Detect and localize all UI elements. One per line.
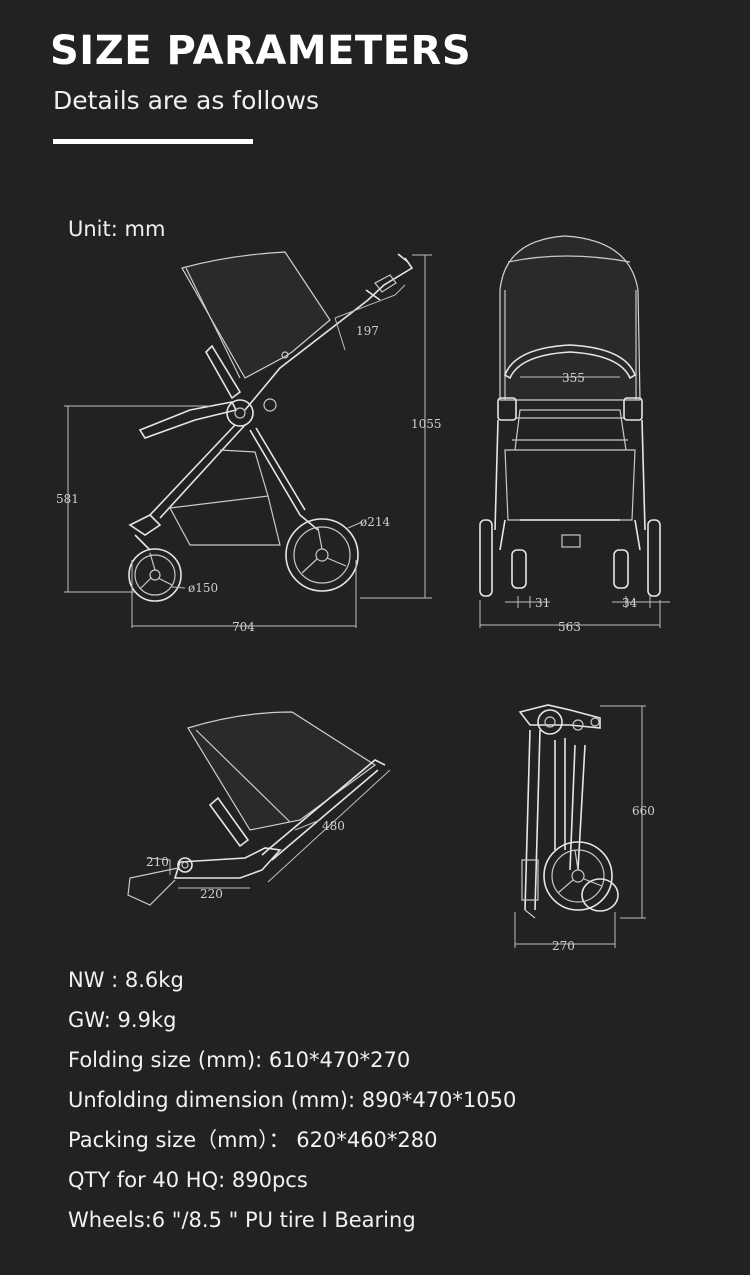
spec-net-weight: NW : 8.6kg bbox=[68, 968, 184, 992]
side-handle-dim bbox=[334, 284, 406, 351]
spec-list: NW : 8.6kg GW: 9.9kg Folding size (mm): … bbox=[68, 964, 516, 1244]
side-view-drawing: 197 1055 581 ø214 ø150 704 bbox=[56, 251, 442, 634]
front-bumper-bar bbox=[504, 344, 636, 380]
reclined-view-drawing: 210 220 480 bbox=[127, 711, 391, 906]
dim-folded-height-label: 660 bbox=[632, 804, 655, 818]
spec-qty-40hq: QTY for 40 HQ: 890pcs bbox=[68, 1168, 308, 1192]
dim-length-label: 704 bbox=[232, 620, 255, 634]
side-armrest bbox=[138, 401, 238, 439]
side-canopy bbox=[181, 251, 331, 379]
canopy-fold-line bbox=[185, 267, 241, 379]
dim-total-width-label: 563 bbox=[558, 620, 581, 634]
dim-front-track-label: 31 bbox=[535, 596, 550, 610]
side-bumper-arm bbox=[205, 344, 242, 400]
reclined-footrest bbox=[127, 867, 179, 906]
spec-folding-size: Folding size (mm): 610*470*270 bbox=[68, 1048, 411, 1072]
reclined-dims bbox=[147, 769, 391, 889]
front-frame bbox=[494, 419, 646, 551]
front-view-drawing: 355 31 34 563 bbox=[479, 235, 670, 634]
spec-wheels: Wheels:6 "/8.5 " PU tire I Bearing bbox=[68, 1208, 416, 1232]
side-handlebar bbox=[244, 253, 414, 411]
front-canopy bbox=[499, 235, 641, 401]
side-frame bbox=[149, 424, 319, 531]
dimension-drawings: 197 1055 581 ø214 ø150 704 355 bbox=[56, 235, 670, 953]
front-seat bbox=[504, 409, 636, 521]
reclined-armrest bbox=[208, 796, 250, 848]
reclined-seat bbox=[173, 847, 282, 879]
folded-height-dim bbox=[600, 705, 646, 919]
side-front-wheel bbox=[128, 514, 182, 602]
page-title: SIZE PARAMETERS bbox=[50, 28, 472, 74]
front-width-dim bbox=[479, 600, 661, 628]
dim-front-wheel-label: ø150 bbox=[188, 581, 218, 595]
folded-wheel bbox=[543, 841, 619, 912]
folded-frame bbox=[524, 729, 586, 911]
unit-label: Unit: mm bbox=[68, 217, 166, 241]
side-rear-wheel bbox=[285, 518, 359, 592]
folded-top-joint bbox=[518, 704, 601, 729]
side-length-dim bbox=[131, 560, 357, 628]
dim-rear-track-label: 34 bbox=[622, 596, 638, 610]
dim-folded-width-label: 270 bbox=[552, 939, 575, 953]
reclined-canopy bbox=[187, 711, 377, 831]
title-underline bbox=[53, 139, 253, 144]
spec-gross-weight: GW: 9.9kg bbox=[68, 1008, 177, 1032]
spec-unfolding-dimension: Unfolding dimension (mm): 890*470*1050 bbox=[68, 1088, 517, 1112]
reclined-backrest bbox=[261, 759, 386, 861]
side-basket bbox=[169, 449, 281, 546]
dim-bar-width-label: 355 bbox=[562, 371, 585, 385]
dim-total-height-label: 1055 bbox=[411, 417, 442, 431]
dim-rear-wheel-label: ø214 bbox=[360, 515, 390, 529]
front-track-dims bbox=[505, 596, 670, 608]
dim-backrest-label: 480 bbox=[322, 819, 345, 833]
side-height-dim bbox=[360, 254, 432, 599]
side-seat-dim bbox=[64, 405, 210, 593]
spec-packing-size: Packing size（mm）： 620*460*280 bbox=[68, 1128, 438, 1152]
dim-seat-height-label: 581 bbox=[56, 492, 79, 506]
dim-footrest-label: 220 bbox=[200, 887, 223, 901]
front-wheels bbox=[479, 519, 661, 597]
dim-seat-depth-label: 210 bbox=[146, 855, 169, 869]
folded-view-drawing: 660 270 bbox=[514, 704, 655, 953]
side-hinge bbox=[226, 399, 254, 427]
dim-handle-label: 197 bbox=[356, 324, 379, 338]
page-subtitle: Details are as follows bbox=[53, 86, 320, 115]
folded-width-dim bbox=[514, 912, 616, 948]
